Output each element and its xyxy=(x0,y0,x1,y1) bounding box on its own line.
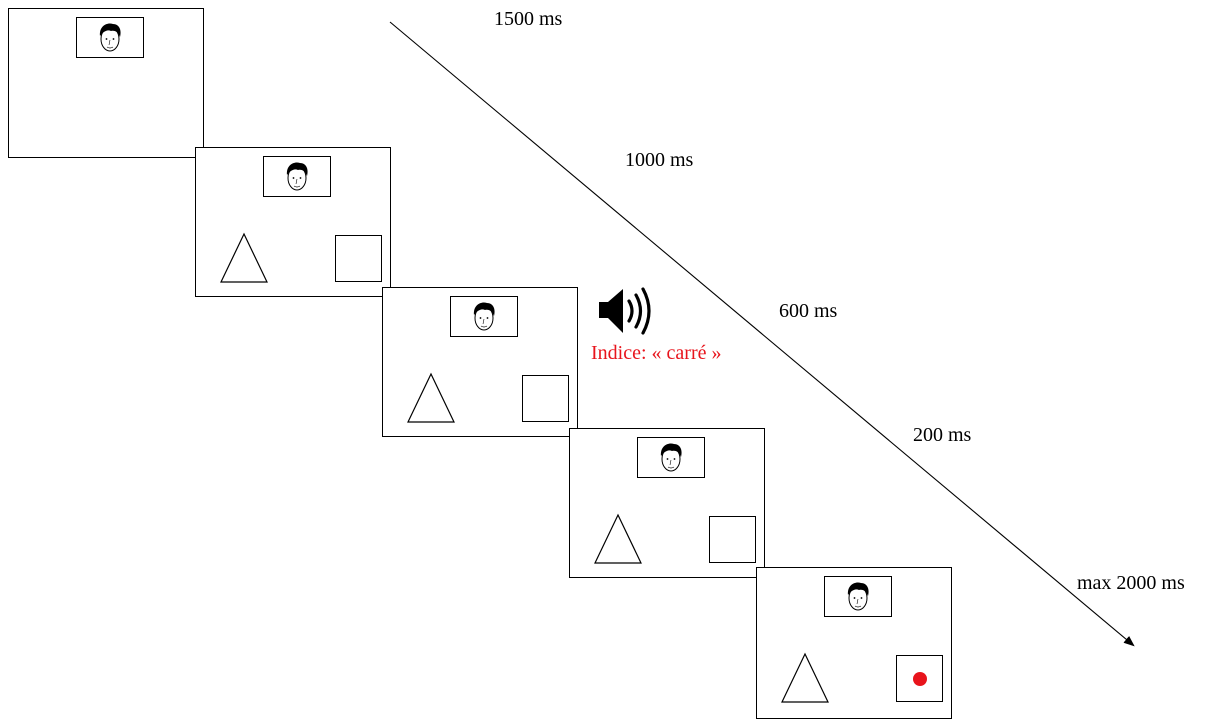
square-shape xyxy=(335,235,382,282)
triangle-shape xyxy=(220,232,268,283)
trial-frame-4 xyxy=(569,428,765,578)
face-box xyxy=(263,156,331,197)
timing-label-4: 200 ms xyxy=(913,424,972,446)
face-icon xyxy=(473,302,495,331)
face-icon xyxy=(99,23,121,52)
audio-cue-label: Indice: « carré » xyxy=(591,342,722,364)
face-icon xyxy=(847,582,869,611)
triangle-shape xyxy=(594,513,642,564)
timing-label-1: 1500 ms xyxy=(494,8,563,30)
trial-frame-3 xyxy=(382,287,578,437)
timing-label-5: max 2000 ms xyxy=(1077,572,1185,594)
timing-label-3: 600 ms xyxy=(779,300,838,322)
face-box xyxy=(637,437,705,478)
triangle-shape xyxy=(781,652,829,703)
face-box xyxy=(824,576,892,617)
face-box xyxy=(450,296,518,337)
face-box xyxy=(76,17,144,58)
face-icon xyxy=(660,443,682,472)
square-shape xyxy=(896,655,943,702)
target-dot xyxy=(913,672,927,686)
square-shape xyxy=(709,516,756,563)
timing-label-2: 1000 ms xyxy=(625,149,694,171)
square-shape xyxy=(522,375,569,422)
triangle-shape xyxy=(407,372,455,423)
trial-frame-1 xyxy=(8,8,204,158)
trial-frame-2 xyxy=(195,147,391,297)
face-icon xyxy=(286,162,308,191)
speaker-sound-icon xyxy=(599,287,651,335)
trial-frame-5 xyxy=(756,567,952,719)
